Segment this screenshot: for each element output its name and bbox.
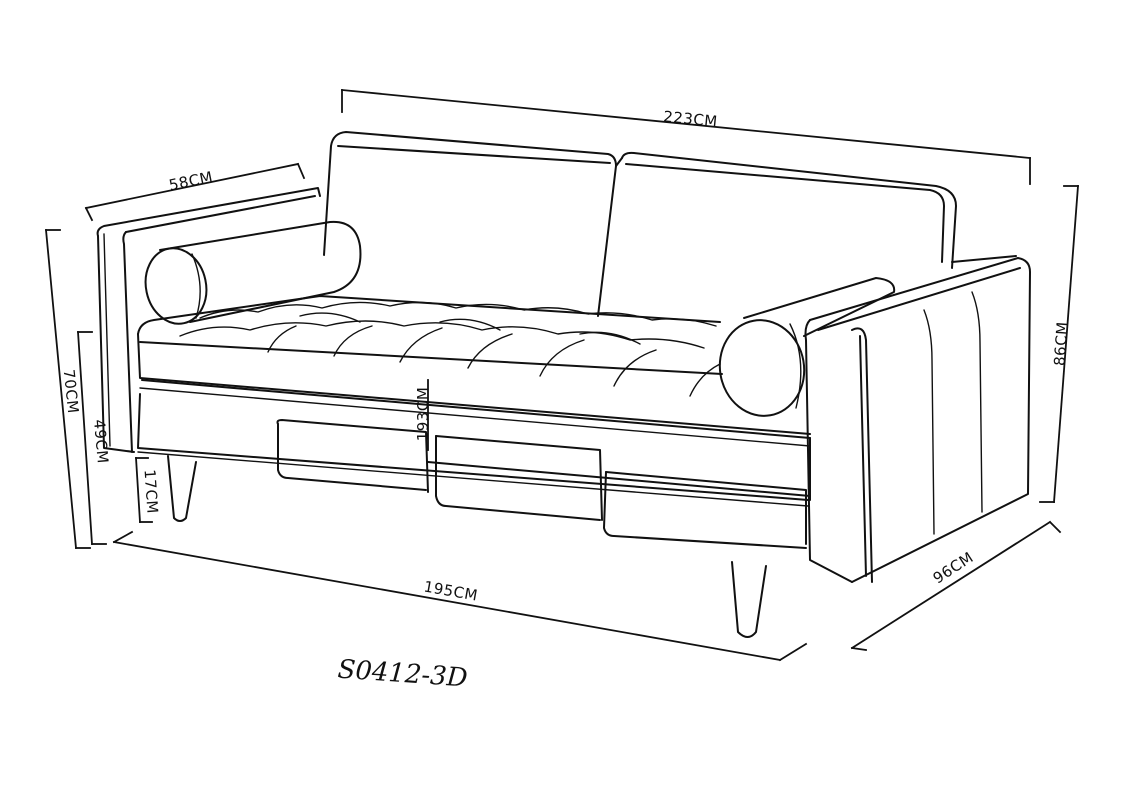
sofa-illustration bbox=[96, 131, 1031, 638]
label-arm-depth: 58CM bbox=[167, 168, 214, 195]
left-bolster-pillow bbox=[144, 220, 362, 325]
label-leg-height: 17CM bbox=[140, 469, 161, 515]
label-arm-height: 70CM bbox=[60, 368, 83, 414]
label-base-width: 195CM bbox=[422, 577, 479, 604]
seat-cushion bbox=[137, 295, 811, 447]
dimension-labels: 223CM 58CM 70CM 49CM 17CM 193CM 195CM 86… bbox=[60, 107, 1072, 604]
label-seat-height: 49CM bbox=[90, 419, 112, 465]
label-overall-height: 86CM bbox=[1050, 321, 1071, 367]
label-overall-depth: 96CM bbox=[930, 548, 977, 587]
label-overall-width: 223CM bbox=[662, 107, 718, 130]
backrest bbox=[323, 131, 957, 317]
model-code: S0412-3D bbox=[337, 655, 469, 694]
left-arm bbox=[96, 187, 321, 453]
dimension-lines bbox=[45, 89, 1079, 662]
label-seat-width-inner: 193CM bbox=[414, 387, 432, 442]
sofa-legs bbox=[167, 455, 767, 638]
right-arm bbox=[804, 255, 1031, 583]
sofa-base bbox=[137, 393, 811, 549]
right-bolster-pillow bbox=[718, 277, 896, 417]
